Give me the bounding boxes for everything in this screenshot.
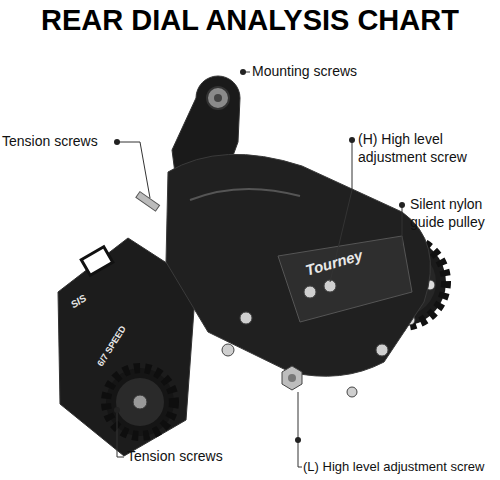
callout-label: Tension screws — [2, 133, 114, 151]
leader-line — [402, 205, 403, 246]
leader-dot — [295, 437, 301, 443]
tension-screw — [136, 192, 160, 211]
pulley-bolt — [133, 395, 147, 409]
leader-dot — [240, 69, 246, 75]
body-rivet — [347, 387, 357, 397]
leader-line — [298, 392, 302, 467]
cable-bolt-center — [288, 374, 296, 382]
cage-window — [81, 247, 113, 276]
mounting-bolt — [207, 87, 229, 109]
body-rivet — [240, 312, 252, 324]
leader-line — [117, 410, 124, 457]
derailleur-body — [166, 154, 430, 376]
leader-line — [117, 142, 150, 198]
leader-dot — [399, 202, 405, 208]
body-rivet — [376, 344, 388, 356]
tension-pulley-teeth — [106, 368, 174, 436]
body-highlight — [190, 189, 300, 200]
leader-dot — [114, 139, 120, 145]
callout-label: Silent nylon guide pulley — [410, 196, 500, 231]
callout-label: Tension screws — [127, 448, 277, 466]
cable-bolt — [282, 366, 302, 390]
h-screw — [304, 286, 316, 298]
leader-dot — [349, 137, 355, 143]
callout-label: Mounting screws — [252, 63, 422, 81]
body-top-plate — [278, 236, 412, 322]
callout-label: (H) High level adjustment screw — [358, 131, 490, 166]
callout-label: (L) High level adjustment screw — [303, 459, 500, 475]
mounting-bolt-head — [214, 94, 222, 102]
chart-title: REAR DIAL ANALYSIS CHART — [0, 2, 500, 38]
leader-dot — [114, 407, 120, 413]
pivot-screw — [222, 344, 234, 356]
tension-pulley — [116, 378, 164, 426]
